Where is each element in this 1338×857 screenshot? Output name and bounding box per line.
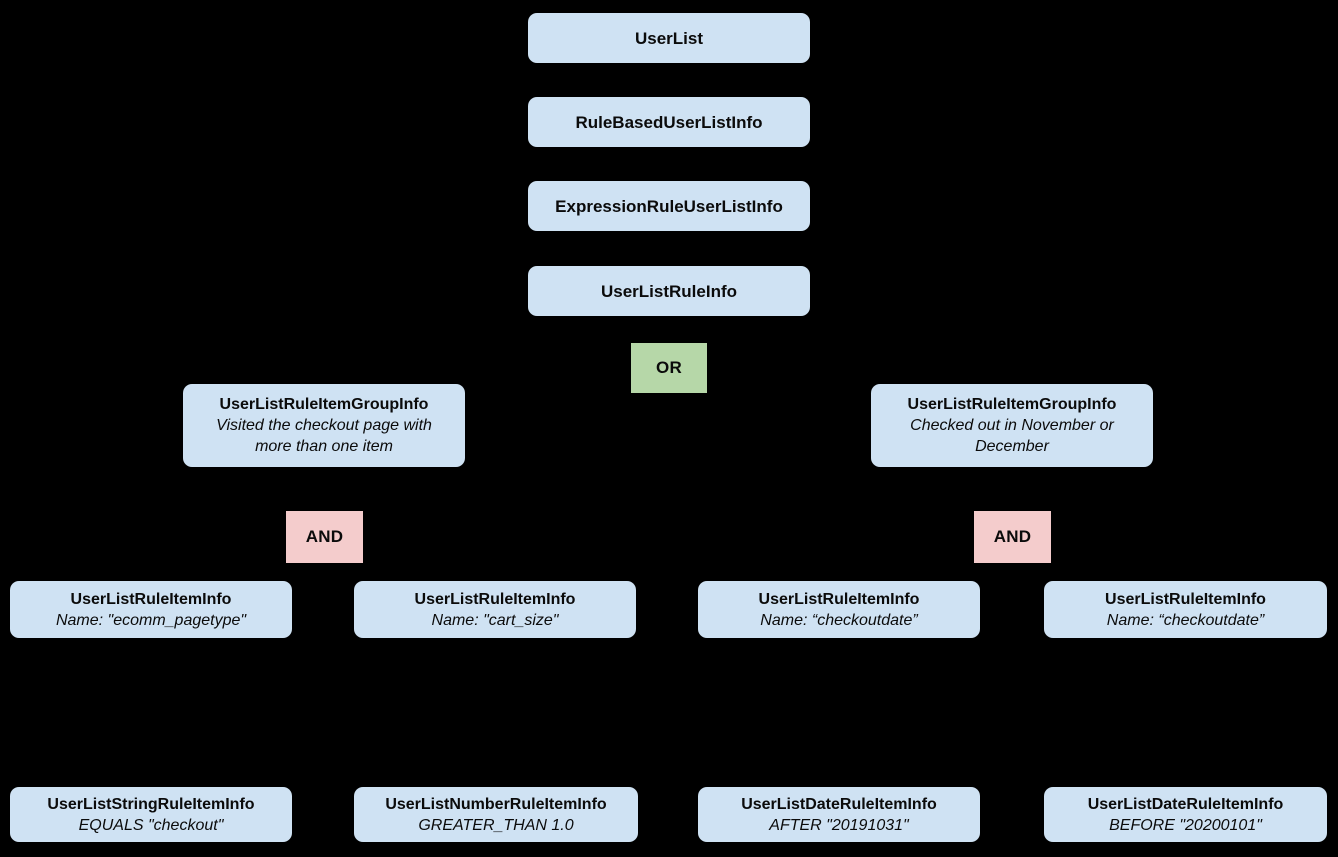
node-label: UserListRuleItemGroupInfo <box>219 396 429 413</box>
node-date-rule-item-after: UserListDateRuleItemInfo AFTER "20191031… <box>698 787 980 842</box>
node-label: UserList <box>634 28 704 48</box>
node-userlist: UserList <box>528 13 810 63</box>
node-expression-rule-user-list-info: ExpressionRuleUserListInfo <box>528 181 810 231</box>
node-description: BEFORE "20200101" <box>1109 816 1262 834</box>
or-operator-box: OR <box>631 343 707 393</box>
and-label: AND <box>305 527 344 546</box>
node-rule-item-checkoutdate-2: UserListRuleItemInfo Name: “checkoutdate… <box>1044 581 1327 638</box>
and-operator-left-box: AND <box>286 511 363 563</box>
node-description: Checked out in November or December <box>910 417 1114 455</box>
node-number-rule-item: UserListNumberRuleItemInfo GREATER_THAN … <box>354 787 638 842</box>
node-rule-item-checkoutdate-1: UserListRuleItemInfo Name: “checkoutdate… <box>698 581 980 638</box>
node-description: Visited the checkout page with more than… <box>216 417 432 455</box>
node-description: Name: “checkoutdate” <box>760 611 918 629</box>
node-description: Name: "ecomm_pagetype" <box>55 611 247 629</box>
or-label: OR <box>656 358 682 377</box>
node-rule-item-ecomm-pagetype: UserListRuleItemInfo Name: "ecomm_pagety… <box>10 581 292 638</box>
node-label: RuleBasedUserListInfo <box>575 112 763 132</box>
node-rule-item-group-right: UserListRuleItemGroupInfo Checked out in… <box>871 384 1153 467</box>
node-string-rule-item: UserListStringRuleItemInfo EQUALS "check… <box>10 787 292 842</box>
node-label: ExpressionRuleUserListInfo <box>555 196 783 216</box>
node-user-list-rule-info: UserListRuleInfo <box>528 266 810 316</box>
node-label: UserListStringRuleItemInfo <box>47 795 255 813</box>
node-rule-item-group-left: UserListRuleItemGroupInfo Visited the ch… <box>183 384 465 467</box>
and-operator-right-box: AND <box>974 511 1051 563</box>
node-rule-based-user-list-info: RuleBasedUserListInfo <box>528 97 810 147</box>
and-label: AND <box>993 527 1032 546</box>
node-label: UserListRuleItemInfo <box>758 590 920 608</box>
node-label: UserListNumberRuleItemInfo <box>385 795 607 813</box>
node-rule-item-cart-size: UserListRuleItemInfo Name: "cart_size" <box>354 581 636 638</box>
node-label: UserListRuleInfo <box>600 281 738 301</box>
node-label: UserListRuleItemInfo <box>70 590 232 608</box>
node-label: UserListDateRuleItemInfo <box>1087 795 1284 813</box>
node-label: UserListRuleItemGroupInfo <box>907 396 1117 413</box>
node-description: AFTER "20191031" <box>769 816 909 834</box>
node-description: EQUALS "checkout" <box>78 816 224 834</box>
node-label: UserListRuleItemInfo <box>1105 590 1266 608</box>
node-description: GREATER_THAN 1.0 <box>418 816 574 834</box>
node-description: Name: “checkoutdate” <box>1106 611 1265 629</box>
node-label: UserListDateRuleItemInfo <box>741 795 937 813</box>
node-description: Name: "cart_size" <box>431 611 559 629</box>
node-date-rule-item-before: UserListDateRuleItemInfo BEFORE "2020010… <box>1044 787 1327 842</box>
node-label: UserListRuleItemInfo <box>414 590 576 608</box>
